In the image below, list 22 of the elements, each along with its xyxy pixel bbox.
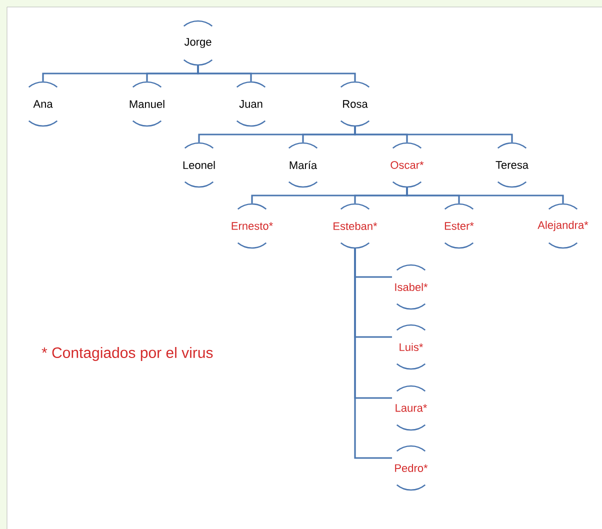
person-node: Pedro* — [395, 445, 428, 491]
person-node: Ester* — [444, 203, 474, 249]
person-node: Manuel — [130, 81, 164, 127]
person-node: Ana — [28, 81, 58, 127]
person-node: Laura* — [396, 385, 428, 431]
person-node: Esteban* — [334, 203, 378, 249]
connector-line — [197, 66, 356, 82]
person-node: Rosa — [340, 81, 370, 127]
person-node: Oscar* — [390, 142, 424, 188]
person-node: Leonel — [183, 142, 215, 188]
person-node: Isabel* — [395, 264, 428, 310]
person-node: Luis* — [396, 324, 426, 370]
connector-line — [354, 126, 513, 142]
connector-line — [354, 248, 392, 459]
person-node: Juan — [236, 81, 266, 127]
legend-note: * Contagiados por el virus — [42, 347, 213, 361]
person-node: Jorge — [183, 20, 213, 66]
person-node: Teresa — [496, 142, 529, 188]
person-node: Alejandra* — [538, 203, 588, 249]
connector-line — [406, 188, 564, 204]
person-node: María — [288, 142, 318, 188]
person-node: Ernesto* — [232, 203, 273, 249]
